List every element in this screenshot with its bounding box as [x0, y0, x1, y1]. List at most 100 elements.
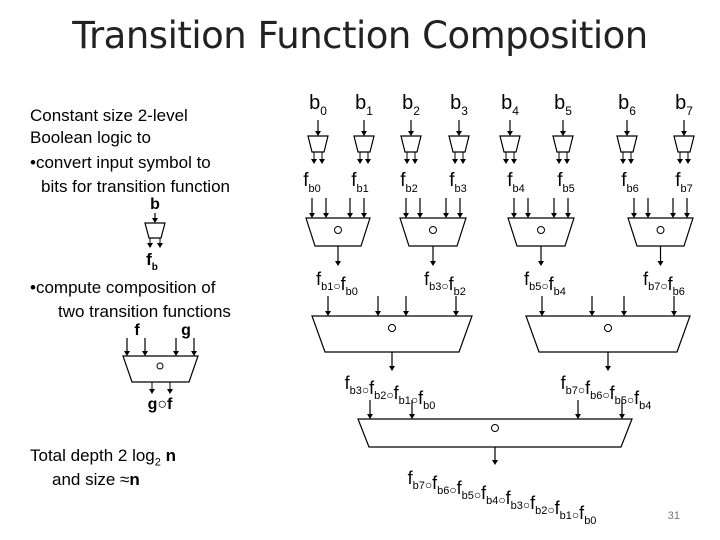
text-line: Boolean logic to	[30, 128, 151, 147]
level2-label: fb1○fb0	[316, 269, 358, 298]
arrow-head	[311, 159, 317, 164]
compose-output-arrow-head	[389, 366, 395, 371]
arrow-head	[564, 159, 570, 164]
compose-symbol	[334, 226, 342, 234]
input-arrow-head	[315, 131, 321, 136]
compose-output-arrow-head	[335, 261, 341, 266]
arrow-head	[157, 243, 163, 248]
compose-input-arrow-head	[551, 213, 557, 218]
compose-input-arrow-head	[409, 414, 415, 419]
level1-label-fb2: fb2	[400, 170, 418, 195]
small-b-label: b	[150, 196, 160, 213]
compose-input-arrow-head	[375, 311, 381, 316]
compose-input-arrow-head	[539, 311, 545, 316]
input-label-b5: b5	[554, 92, 572, 118]
compose-input-arrow-head	[367, 414, 373, 419]
compose-gate-l3	[357, 418, 633, 448]
input-arrow-head	[624, 131, 630, 136]
level1-label-fb4: fb4	[507, 170, 525, 195]
input-arrow-head	[681, 131, 687, 136]
small-fb-label: fb	[146, 250, 158, 273]
arrow-head	[503, 159, 509, 164]
text-line: bits for transition function	[41, 177, 230, 196]
small-gf-label: g○f	[148, 396, 173, 413]
compose-input-arrow-head	[565, 213, 571, 218]
small-g-label: g	[181, 322, 191, 339]
arrow-head	[620, 159, 626, 164]
compose-symbol	[429, 226, 437, 234]
bullet-compose: •compute composition of	[30, 278, 216, 297]
input-label-b3: b3	[450, 92, 468, 118]
small-compose-input-arrow-head	[142, 351, 148, 356]
level1-label-fb6: fb6	[621, 170, 639, 195]
level1-label-fb3: fb3	[449, 170, 467, 195]
compose-input-arrow-head	[403, 311, 409, 316]
input-arrow-head	[507, 131, 513, 136]
input-arrow-head	[361, 131, 367, 136]
depth-sub: 2	[154, 456, 161, 469]
arrow-head	[167, 389, 173, 394]
converter-gate	[307, 135, 329, 153]
level1-label-fb1: fb1	[351, 170, 369, 195]
compose-input-arrow-head	[671, 311, 677, 316]
arrow-head	[365, 159, 371, 164]
size-n: n	[129, 470, 140, 489]
input-arrow-head	[408, 131, 414, 136]
input-label-b4: b4	[501, 92, 519, 118]
small-f-label: f	[134, 322, 140, 339]
compose-input-arrow-head	[645, 213, 651, 218]
level1-label-fb7: fb7	[675, 170, 693, 195]
compose-symbol	[388, 324, 396, 332]
level2-label: fb3○fb2	[424, 269, 466, 298]
converter-gate	[552, 135, 574, 153]
converter-gate	[673, 135, 695, 153]
slide-title: Transition Function Composition	[72, 14, 648, 57]
compose-output-arrow-head	[538, 261, 544, 266]
size-text: and size ≈	[52, 470, 130, 489]
size-line: and size ≈n	[52, 469, 140, 491]
arrow-head	[412, 159, 418, 164]
arrow-head	[511, 159, 517, 164]
compose-input-arrow-head	[684, 213, 690, 218]
arrow-head	[452, 159, 458, 164]
text-line: Constant size 2-level	[30, 106, 188, 125]
converter-gate	[353, 135, 375, 153]
converter-gate	[400, 135, 422, 153]
arrow-head	[460, 159, 466, 164]
compose-gate-l2	[525, 315, 691, 353]
compose-gate-l1	[627, 217, 694, 247]
compose-input-arrow-head	[323, 213, 329, 218]
compose-symbol	[656, 226, 665, 234]
input-arrow-head	[456, 131, 462, 136]
arrow-head	[556, 159, 562, 164]
level1-label-fb5: fb5	[557, 170, 575, 195]
level2-label: fb5○fb4	[524, 269, 566, 298]
depth-line: Total depth 2 log2 n	[30, 445, 176, 473]
arrow-head	[147, 243, 153, 248]
input-label-b0: b0	[309, 92, 327, 118]
level3-label: fb3○fb2○fb1○fb0	[345, 373, 436, 412]
arrow-head	[319, 159, 325, 164]
small-compose-input-arrow-head	[173, 351, 179, 356]
level2-label: fb7○fb6	[643, 269, 685, 298]
depth-text: Total depth 2 log	[30, 446, 155, 465]
compose-symbol	[604, 324, 612, 332]
small-input-arrow-head	[152, 218, 158, 223]
compose-output-arrow-head	[657, 261, 664, 266]
compose-output-arrow-head	[492, 460, 498, 465]
compose-input-arrow-head	[631, 213, 637, 218]
arrow-head	[677, 159, 683, 164]
arrow-head	[685, 159, 691, 164]
compose-input-arrow-head	[403, 213, 409, 218]
compose-output-arrow-head	[430, 261, 436, 266]
compose-input-arrow-head	[443, 213, 449, 218]
compose-input-arrow-head	[619, 414, 625, 419]
compose-output-arrow-head	[605, 366, 611, 371]
level1-label-fb0: fb0	[303, 170, 321, 195]
arrow-head	[357, 159, 363, 164]
bullet-convert: •convert input symbol to	[30, 153, 211, 172]
arrow-head	[149, 389, 155, 394]
page-number: 31	[667, 510, 680, 522]
